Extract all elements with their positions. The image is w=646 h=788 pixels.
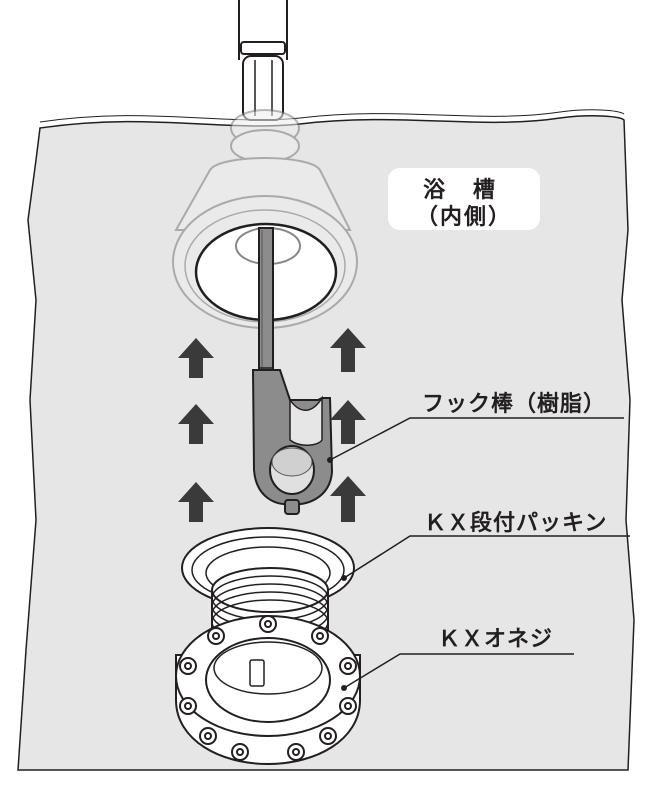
up-arrow-icon	[178, 482, 214, 522]
up-arrow-icon	[178, 404, 214, 444]
tub-edge-line	[39, 109, 625, 123]
nut-bolt-holes	[179, 615, 357, 761]
label-bathtub: 浴 槽	[423, 178, 505, 203]
up-arrow-icon	[330, 476, 366, 522]
label-kx-step-packing: ＫＸ段付パッキン	[424, 511, 608, 536]
leader-dots	[327, 457, 347, 691]
up-arrow-icon	[330, 328, 366, 372]
label-kx-screw-nut: ＫＸオネジ	[438, 627, 554, 652]
up-arrow-icon	[178, 338, 214, 378]
label-hook-rod: フック棒（樹脂）	[422, 392, 607, 417]
label-box-bathtub-inside	[388, 168, 540, 230]
hook-rod	[251, 227, 334, 515]
up-arrow-icon	[330, 400, 366, 444]
label-inside: （内側）	[415, 205, 512, 230]
top-pipe	[238, 0, 288, 121]
leader-lines	[329, 417, 630, 689]
kx-screw-nut	[175, 567, 361, 766]
